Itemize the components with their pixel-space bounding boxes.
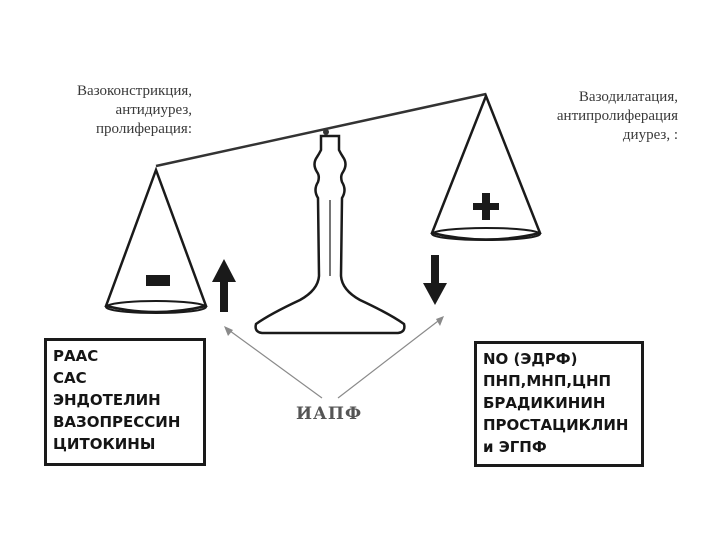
connector-arrowhead-left (224, 326, 233, 336)
factor-item: ВАЗОПРЕССИН (53, 411, 197, 433)
factor-item: БРАДИКИНИН (483, 392, 635, 414)
right-caption-line: антипролиферация (518, 107, 678, 126)
ace-inhibitor-label: ИАПФ (296, 404, 376, 424)
vasoconstrictor-factors-box: РААС САС ЭНДОТЕЛИН ВАЗОПРЕССИН ЦИТОКИНЫ (44, 338, 206, 466)
left-caption-line: пролиферация: (22, 120, 192, 139)
vasodilator-factors-box: NO (ЭДРФ) ПНП,МНП,ЦНП БРАДИКИНИН ПРОСТАЦ… (474, 341, 644, 467)
down-arrow-icon (423, 255, 447, 305)
right-effects-caption: Вазодилатация, антипролиферация диурез, … (518, 88, 678, 145)
up-arrow-icon (212, 259, 236, 312)
factor-item: ПНП,МНП,ЦНП (483, 370, 635, 392)
factor-item: ПРОСТАЦИКЛИН (483, 414, 635, 436)
left-caption-line: антидиурез, (22, 101, 192, 120)
minus-sign (146, 275, 170, 286)
right-caption-line: диурез, : (518, 126, 678, 145)
left-effects-caption: Вазоконстрикция, антидиурез, пролифераци… (22, 82, 192, 139)
right-caption-line: Вазодилатация, (518, 88, 678, 107)
factor-item: ЦИТОКИНЫ (53, 433, 197, 455)
left-pan (106, 170, 206, 312)
left-caption-line: Вазоконстрикция, (22, 82, 192, 101)
factor-item: САС (53, 367, 197, 389)
factor-item: NO (ЭДРФ) (483, 348, 635, 370)
factor-item: РААС (53, 345, 197, 367)
factor-item: ЭНДОТЕЛИН (53, 389, 197, 411)
factor-item: и ЭГПФ (483, 436, 635, 458)
connector-arrowhead-right (436, 316, 444, 326)
pivot-knob (323, 129, 329, 135)
